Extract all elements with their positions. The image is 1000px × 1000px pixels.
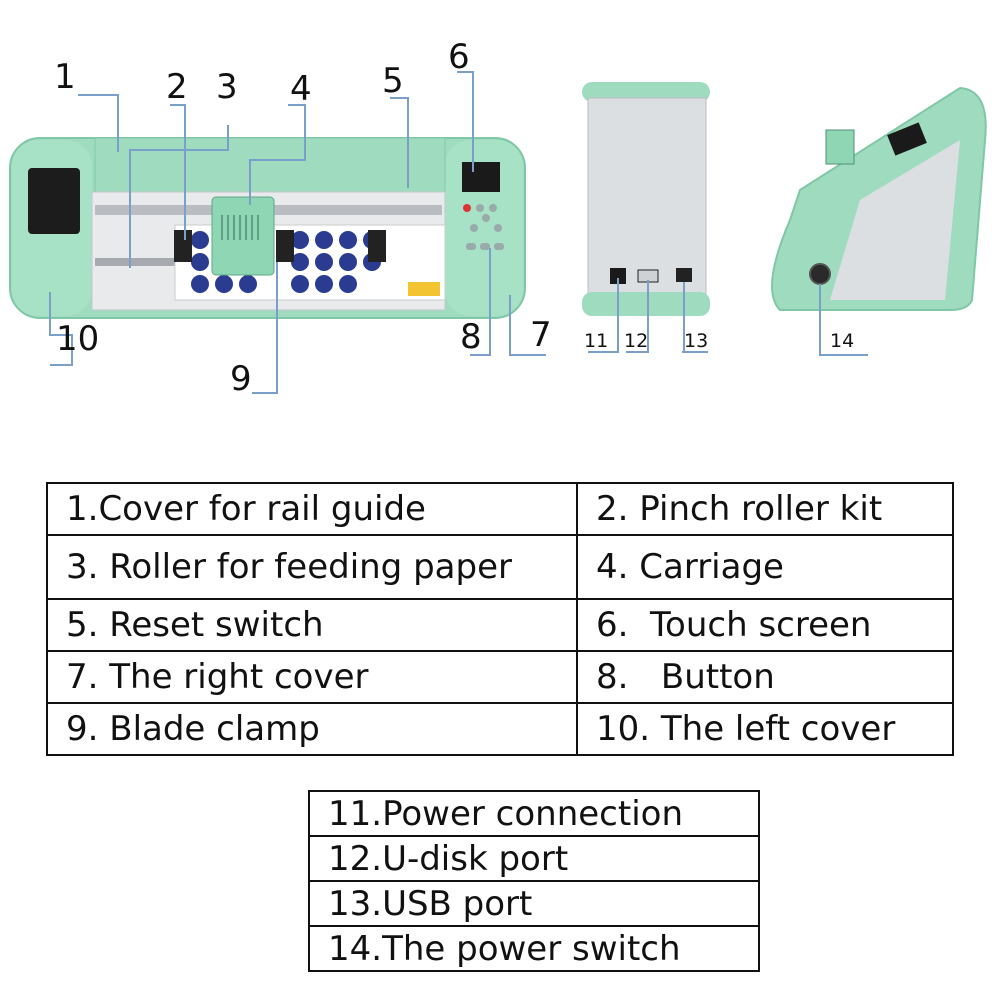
table-cell: 12.U-disk port [308,835,760,882]
leader-lines [49,71,868,394]
angled-screen [887,122,927,156]
side-cover-bottom [582,292,710,316]
table-cell: 1.Cover for rail guide [46,482,578,536]
table-cell: 7. The right cover [46,650,578,704]
callout-10: 10 [56,319,100,359]
table-row: 11.Power connection [308,790,760,837]
callout-3: 3 [216,67,238,107]
table-cell: 2. Pinch roller kit [576,482,954,536]
table-row: 1.Cover for rail guide 2. Pinch roller k… [46,482,954,536]
table-row: 12.U-disk port [308,835,760,882]
power-connector [610,268,626,284]
table-row: 13.USB port [308,880,760,927]
warning-label [408,282,440,296]
callout-11: 11 [584,330,609,352]
callout-12: 12 [624,330,649,352]
table-row: 3. Roller for feeding paper 4. Carriage [46,534,954,600]
side-cover-top [582,82,710,102]
callout-1: 1 [54,57,76,97]
callout-13: 13 [684,330,709,352]
table-cell: 9. Blade clamp [46,702,578,756]
table-cell: 13.USB port [308,880,760,927]
rail-guide-cover [94,137,446,193]
table-row: 14.The power switch [308,925,760,972]
table-cell: 8. Button [576,650,954,704]
ports-legend-table: 11.Power connection 12.U-disk port 13.US… [308,790,760,972]
table-row: 7. The right cover 8. Button [46,650,954,704]
callout-6: 6 [448,37,470,77]
usb-port [676,268,692,282]
front-view [9,137,526,319]
table-cell: 5. Reset switch [46,598,578,652]
pinch-roller-right [368,230,386,262]
touch-screen [462,162,500,192]
table-cell: 3. Roller for feeding paper [46,534,578,600]
angled-panel [830,140,960,300]
power-switch-knob [809,263,831,285]
callout-9: 9 [230,359,252,399]
parts-legend-table: 1.Cover for rail guide 2. Pinch roller k… [46,482,954,756]
carriage-grill [221,215,259,240]
table-cell: 11.Power connection [308,790,760,837]
table-row: 5. Reset switch 6. Touch screen [46,598,954,652]
side-panel [587,97,707,299]
table-cell: 10. The left cover [576,702,954,756]
table-cell: 4. Carriage [576,534,954,600]
callout-4: 4 [290,69,312,109]
angled-carriage [825,129,855,165]
left-display-window [28,168,80,234]
pinch-roller-left [174,230,192,262]
callout-5: 5 [382,61,404,101]
callout-7: 7 [530,315,552,355]
cutting-plotter-illustration [9,71,987,394]
callout-2: 2 [166,67,188,107]
callout-14: 14 [830,330,855,352]
table-cell: 14.The power switch [308,925,760,972]
angled-view [771,86,987,311]
table-cell: 6. Touch screen [576,598,954,652]
table-row: 9. Blade clamp 10. The left cover [46,702,954,756]
pinch-roller-mid [276,230,294,262]
side-view [582,82,710,316]
control-buttons [463,204,504,250]
callout-8: 8 [460,317,482,357]
